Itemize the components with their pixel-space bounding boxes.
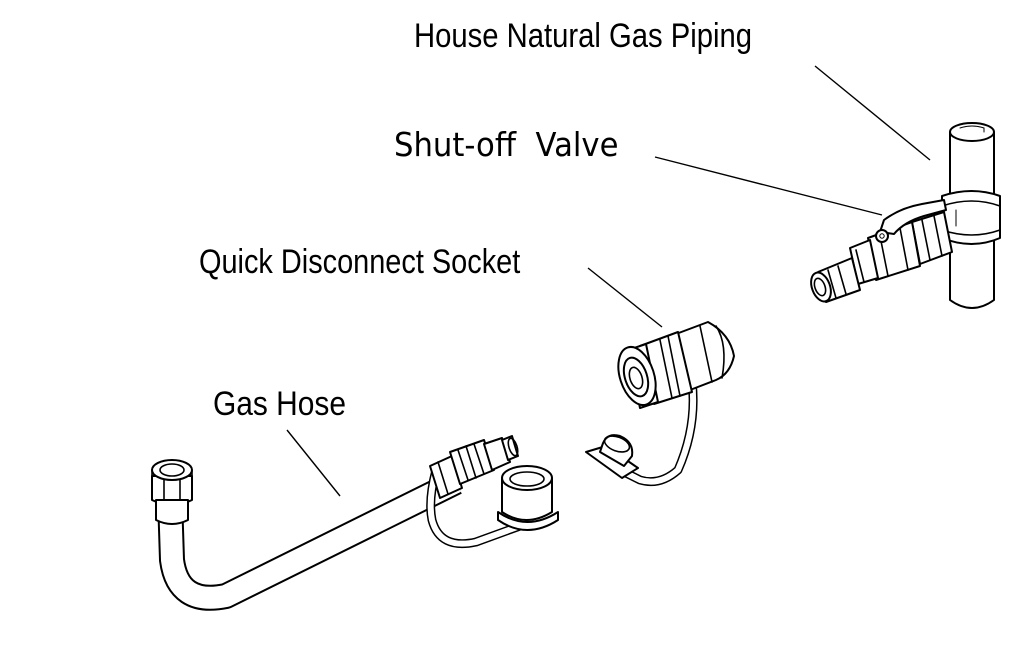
label-quick-disconnect-socket: Quick Disconnect Socket (199, 243, 521, 281)
leader-house-piping (814, 65, 931, 161)
label-house-natural-gas-piping: House Natural Gas Piping (414, 17, 753, 55)
leader-shutoff-valve (654, 156, 883, 216)
quick-disconnect-socket (585, 321, 735, 487)
gas-hose (151, 435, 559, 611)
house-gas-pipe (941, 122, 1001, 309)
shutoff-valve (810, 199, 953, 303)
leader-gas-hose (286, 429, 341, 497)
label-gas-hose: Gas Hose (213, 385, 347, 423)
leader-lines (286, 65, 931, 497)
label-shutoff-valve: Shut-off Valve (394, 125, 619, 164)
leader-disconnect-socket (587, 267, 663, 328)
